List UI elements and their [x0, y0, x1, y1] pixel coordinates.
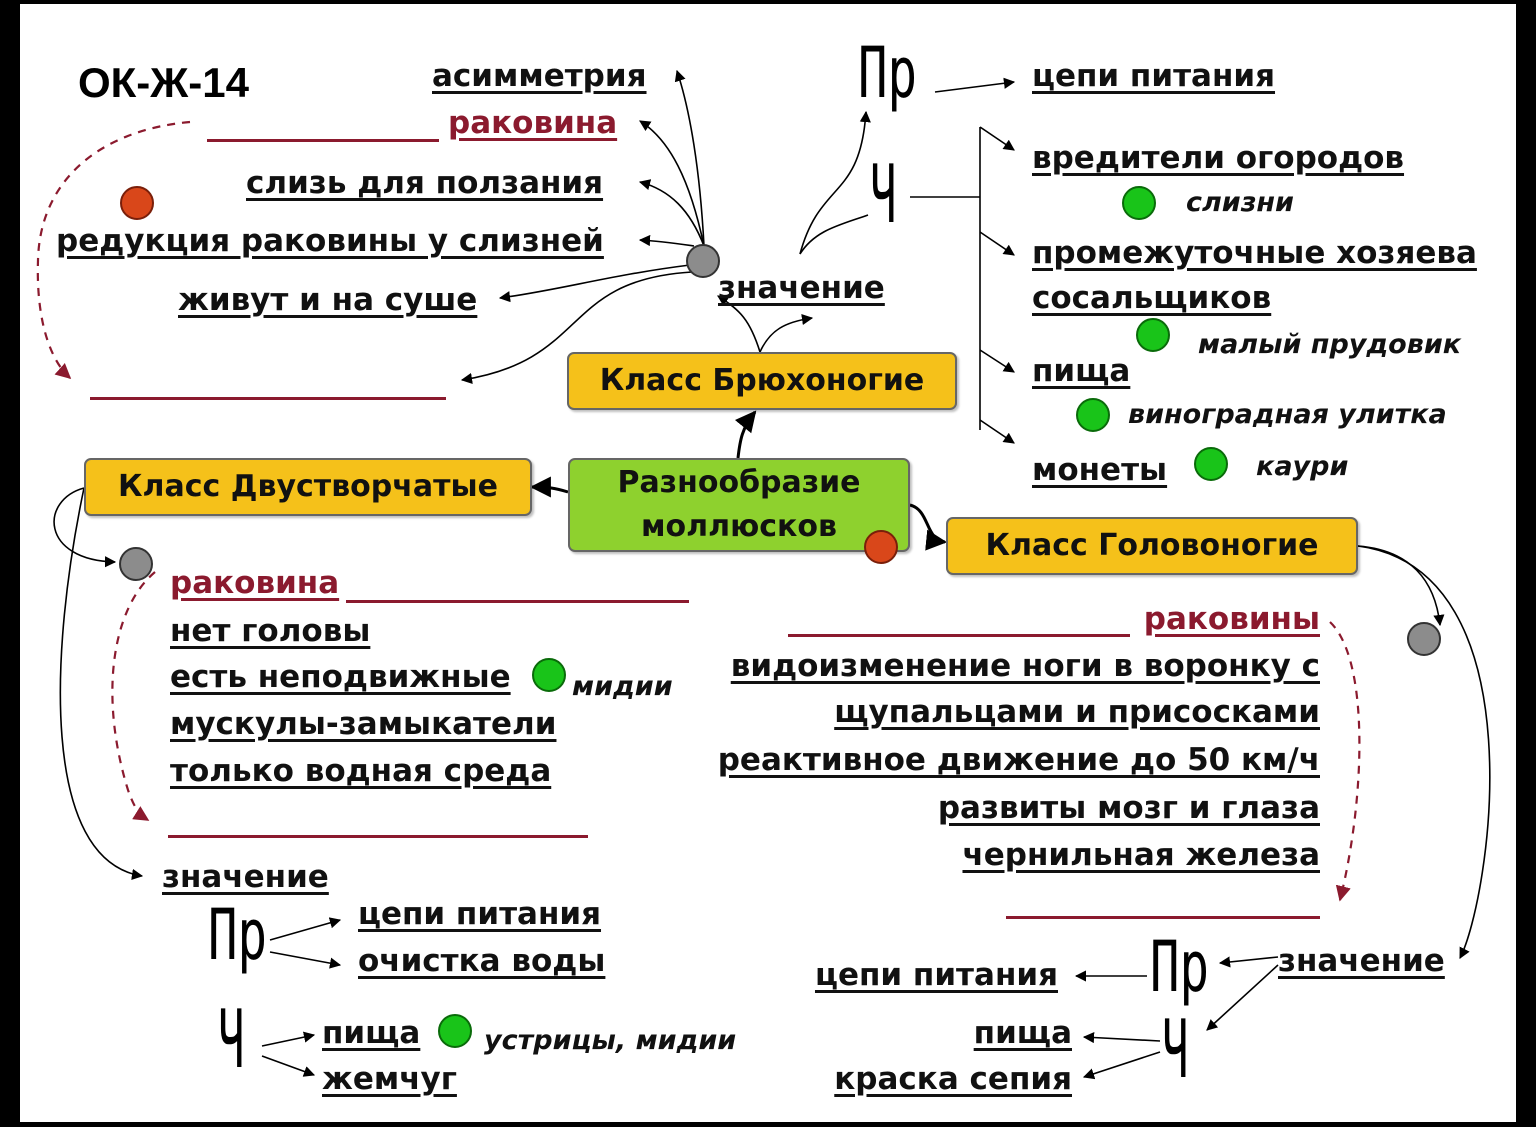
blank-line	[1006, 916, 1320, 919]
example-oysters-mussels: устрицы, мидии	[484, 1025, 737, 1056]
bivalvia-human-food: пища	[322, 1015, 421, 1051]
symbol-nature-ceph: Пр	[1150, 926, 1210, 1008]
bivalvia-feature-no-head: нет головы	[170, 613, 371, 649]
bivalvia-feature-aquatic: только водная среда	[170, 753, 552, 789]
blank-line	[168, 835, 588, 838]
blank-line	[90, 397, 446, 400]
ceph-human-sepia: краска сепия	[834, 1061, 1072, 1097]
symbol-nature-gastro: Пр	[858, 32, 918, 114]
example-slugs: слизни	[1186, 187, 1294, 218]
red-dot-gastro	[120, 186, 154, 220]
ceph-feature-jet: реактивное движение до 50 км/ч	[717, 742, 1320, 778]
gastro-meaning: значение	[718, 270, 885, 306]
ceph-feature-brain: развиты мозг и глаза	[937, 790, 1320, 826]
gastro-human-hosts: промежуточные хозяева	[1032, 235, 1477, 271]
example-grape-snail: виноградная улитка	[1128, 399, 1447, 430]
box-bivalvia: Класс Двустворчатые	[84, 458, 532, 516]
gastro-feature-mucus: слизь для ползания	[246, 165, 604, 201]
ceph-feature-funnel: видоизменение ноги в воронку с	[730, 648, 1320, 684]
gastro-nature-food-chains: цепи питания	[1032, 58, 1276, 94]
green-dot	[1194, 447, 1228, 481]
gastro-human-flukes: сосальщиков	[1032, 280, 1272, 316]
ceph-feature-shells: раковины	[1143, 601, 1320, 637]
blank-line	[788, 634, 1130, 637]
bivalvia-nature-food-chains: цепи питания	[358, 896, 602, 932]
bivalvia-feature-adductors: мускулы-замыкатели	[170, 706, 557, 742]
gray-dot-gastro	[686, 244, 720, 278]
green-dot	[532, 658, 566, 692]
symbol-nature-bivalvia: Пр	[208, 894, 268, 976]
green-dot	[1122, 186, 1156, 220]
gastro-human-food: пища	[1032, 353, 1131, 389]
ceph-meaning: значение	[1278, 943, 1445, 979]
gastro-human-pests: вредители огородов	[1032, 140, 1405, 176]
box-gastropoda: Класс Брюхоногие	[567, 352, 957, 410]
ceph-nature-food-chains: цепи питания	[814, 957, 1058, 993]
red-dot-center	[864, 530, 898, 564]
ceph-feature-tentacles: щупальцами и присосками	[834, 694, 1320, 730]
center-box-mollusk-diversity: Разнообразие моллюсков	[568, 458, 910, 552]
blank-line	[346, 600, 689, 603]
gastro-feature-shell-reduction: редукция раковины у слизней	[56, 223, 604, 259]
gastro-feature-land: живут и на суше	[178, 282, 478, 318]
gastro-human-coins: монеты	[1032, 452, 1168, 488]
green-dot	[1076, 398, 1110, 432]
ceph-feature-ink: чернильная железа	[962, 837, 1320, 873]
ceph-human-food: пища	[973, 1015, 1072, 1051]
page-title: ОК-Ж-14	[78, 59, 249, 106]
bivalvia-feature-fixed: есть неподвижные	[170, 659, 511, 695]
bivalvia-meaning: значение	[162, 859, 329, 895]
example-cowrie: каури	[1256, 451, 1349, 482]
gastro-feature-shell: раковина	[448, 105, 618, 141]
box-cephalopoda: Класс Головоногие	[946, 517, 1358, 575]
gray-dot-bivalvia	[119, 547, 153, 581]
green-dot	[438, 1014, 472, 1048]
example-pond-snail: малый прудовик	[1198, 329, 1462, 360]
example-mussels: мидии	[572, 671, 673, 702]
bivalvia-nature-water: очистка воды	[358, 943, 606, 979]
symbol-human-bivalvia: Ч	[218, 993, 245, 1086]
blank-line	[207, 139, 439, 142]
gastro-feature-asymmetry: асимметрия	[432, 58, 647, 94]
bivalvia-human-pearl: жемчуг	[322, 1061, 457, 1097]
green-dot	[1136, 318, 1170, 352]
symbol-human-ceph: Ч	[1162, 1003, 1189, 1096]
bivalvia-feature-shell: раковина	[170, 565, 340, 601]
symbol-human-gastro: Ч	[870, 148, 897, 241]
gray-dot-ceph	[1407, 622, 1441, 656]
